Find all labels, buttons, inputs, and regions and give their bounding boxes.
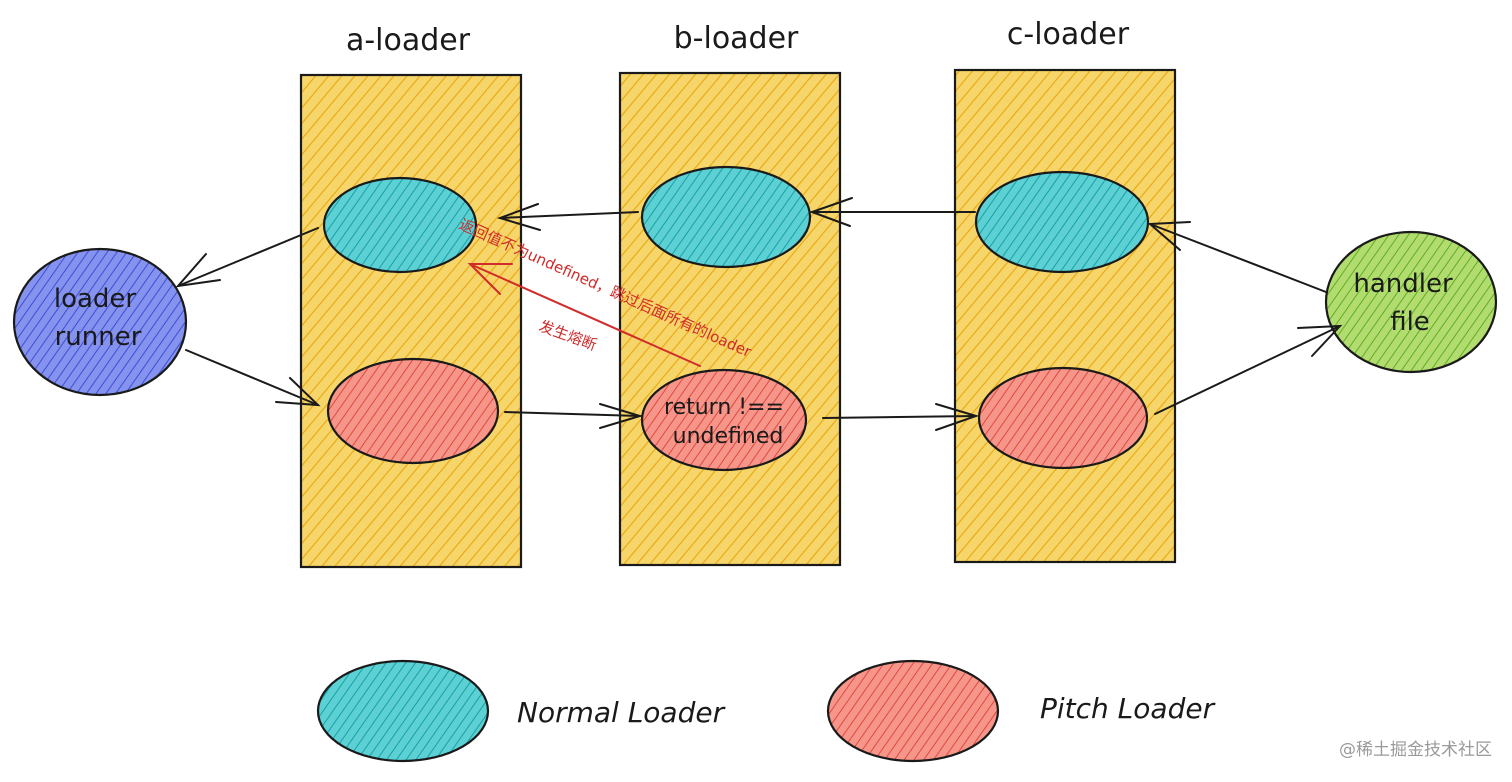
watermark: @稀土掘金技术社区 [1339,740,1492,760]
arrow-short-circuit [469,263,701,367]
pitch-loader-a [326,357,500,465]
arrow-normal-a-to-runner [177,227,319,287]
column-b-loader [618,71,842,567]
arrow-head-red [467,263,513,295]
arrow-head [275,377,321,407]
arrow-head [935,403,980,431]
loader-runner-node [12,247,188,397]
legend-normal-swatch [316,659,490,763]
arrow-pitch-a-to-pitch-b [504,411,641,417]
legend-pitch-swatch [826,659,1000,763]
arrow-head [599,403,644,429]
arrow-pitch-b-to-pitch-c [822,415,977,419]
arrow-head [809,197,853,227]
arrow-head [1297,324,1343,357]
column-title-a: a-loader [346,23,471,58]
annotation-line2: 发生熔断 [537,317,600,354]
handler-file-node [1324,230,1498,374]
normal-loader-c [974,170,1150,274]
runner-label-line1: loader [54,284,137,314]
arrow-handler-to-normal-c [1149,223,1327,293]
handler-label-line1: handler [1353,269,1453,299]
runner-label-line2: runner [55,322,142,352]
handler-label-line2: file [1390,307,1430,337]
column-c-loader [953,68,1177,564]
normal-loader-b [640,165,812,269]
pitch-loader-b [640,368,808,472]
column-title-c: c-loader [1007,17,1130,52]
pitch-b-label-line1: return !== [664,395,784,420]
arrow-head [175,253,221,288]
arrow-head [496,203,541,231]
normal-loader-a [322,176,478,274]
pitch-loader-c [977,366,1149,470]
arrow-runner-to-pitch-a [185,349,319,406]
legend-pitch-label: Pitch Loader [1040,692,1216,725]
column-a-loader [299,73,523,569]
arrow-pitch-c-to-handler [1154,325,1341,415]
pitch-b-label-line2: undefined [673,424,784,449]
arrow-head [1147,221,1191,251]
column-title-b: b-loader [674,21,799,56]
arrow-normal-b-to-normal-a [499,211,639,219]
legend-normal-label: Normal Loader [517,696,726,729]
